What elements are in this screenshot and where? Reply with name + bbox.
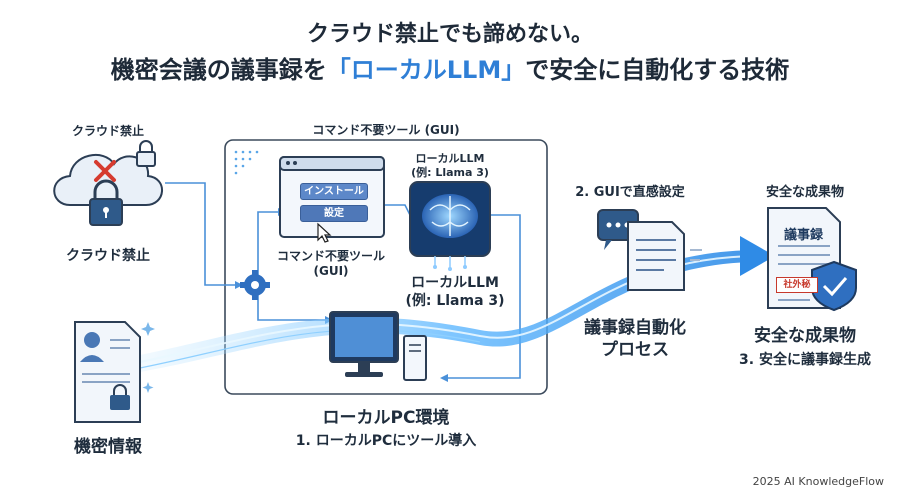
title-line-1: クラウド禁止でも諦めない。 xyxy=(306,22,593,47)
title-line-2-post: で安全に自動化する技術 xyxy=(525,56,790,84)
sparkle-icons xyxy=(141,322,155,393)
title-line-2-pre: 機密会議の議事録を xyxy=(110,56,327,84)
llm-label-bottom-line2: (例: Llama 3) xyxy=(405,293,505,309)
result-label-bottom: 安全な成果物 xyxy=(754,326,856,346)
process-document-icon xyxy=(627,221,702,291)
settings-button[interactable]: 設定 xyxy=(300,205,368,222)
lock-icon-large xyxy=(89,179,123,226)
cloud-label-bottom: クラウド禁止 xyxy=(66,248,150,264)
gear-icon xyxy=(240,270,270,300)
process-label-line2: プロセス xyxy=(601,340,669,360)
install-button[interactable]: インストール xyxy=(300,183,368,200)
process-step: 2. GUIで直感設定 xyxy=(575,185,685,200)
toolbox-dots xyxy=(234,150,259,175)
llm-label-bottom-line1: ローカルLLM xyxy=(411,275,499,291)
toolbox-frame xyxy=(224,139,548,395)
cloud-label-top: クラウド禁止 xyxy=(71,124,144,138)
llm-label-top-line2: (例: Llama 3) xyxy=(411,166,489,179)
desktop-pc-icon xyxy=(329,311,427,381)
flow-arrowhead xyxy=(740,236,775,276)
confidential-stamp: 社外秘 xyxy=(776,277,818,293)
title-line-2: 機密会議の議事録を「ローカルLLM」で安全に自動化する技術 xyxy=(0,50,900,85)
confidential-document-icon xyxy=(74,321,141,423)
app-label-line2: (GUI) xyxy=(313,264,349,278)
close-icon xyxy=(94,160,116,182)
brain-chip-icon xyxy=(409,181,491,271)
title-line-2-highlight: 「ローカルLLM」 xyxy=(326,56,526,84)
local-pc-label: ローカルPC環境 xyxy=(322,408,450,428)
result-label-top: 安全な成果物 xyxy=(765,185,844,200)
app-label-line1: コマンド不要ツール xyxy=(276,249,385,263)
llm-label-top-line1: ローカルLLM xyxy=(415,152,485,165)
shield-check-icon xyxy=(811,260,857,312)
lock-icon-small xyxy=(136,140,156,167)
toolbox-title: コマンド不要ツール (GUI) xyxy=(312,123,460,137)
local-pc-step: 1. ローカルPCにツール導入 xyxy=(295,433,477,449)
cursor-icon xyxy=(317,222,332,243)
secret-label: 機密情報 xyxy=(74,437,142,457)
process-label-line1: 議事録自動化 xyxy=(584,318,686,338)
document-title: 議事録 xyxy=(784,228,824,243)
footer-credit: 2025 AI KnowledgeFlow xyxy=(752,475,884,488)
result-step: 3. 安全に議事録生成 xyxy=(739,352,871,368)
